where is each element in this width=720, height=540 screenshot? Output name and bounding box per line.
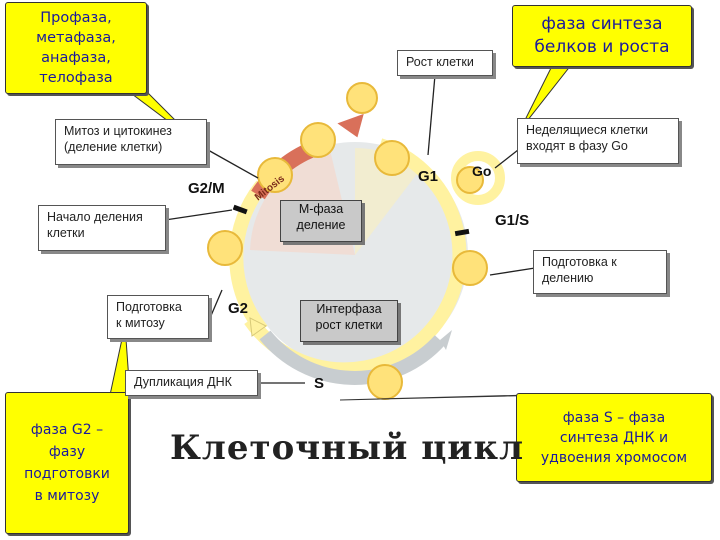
callout-g2-phase: фаза G2 – фазу подготовки в митозу (5, 392, 129, 534)
cell-icon (207, 230, 243, 266)
diagram-title: Клеточный цикл (170, 428, 525, 468)
label-text: к митозу (116, 316, 165, 330)
cell-icon (300, 122, 336, 158)
cell-icon (456, 166, 484, 194)
g2m-checkpoint-marker (232, 204, 248, 215)
label-division-prep: Подготовка к делению (533, 250, 667, 294)
interphase-box: Интерфаза рост клетки (300, 300, 398, 342)
cycle-ring-grey (259, 330, 446, 385)
center-text: деление (296, 218, 346, 232)
label-text: Дупликация ДНК (134, 375, 232, 389)
phase-g2: G2 (228, 300, 249, 317)
g1s-checkpoint-marker (454, 228, 470, 237)
callout-line: подготовки (24, 466, 110, 482)
leader-line (427, 74, 436, 156)
center-text: М-фаза (298, 202, 344, 216)
leader-line (207, 149, 259, 179)
label-mitosis-cytokinesis: Митоз и цитокинез (деление клетки) (55, 119, 207, 165)
callout-line: телофаза (39, 70, 113, 86)
arrowhead-top (337, 113, 364, 138)
label-text: Подготовка к (542, 255, 617, 269)
callout-line: метафаза, (36, 30, 116, 46)
callout-line: Профаза, (40, 10, 112, 26)
center-text: Интерфаза (316, 302, 382, 316)
callout-line: фаза синтеза (541, 14, 663, 34)
label-text: Начало деления (47, 210, 143, 224)
callout-s-phase: фаза S – фаза синтеза ДНК и удвоения хро… (516, 393, 712, 482)
cell-icon (367, 364, 403, 400)
label-division-start: Начало деления клетки (38, 205, 166, 251)
leader-line (164, 209, 233, 221)
cells-group (207, 82, 488, 400)
callout-line: в митозу (34, 488, 100, 504)
label-text: Митоз и цитокинез (64, 124, 172, 138)
label-text: клетки (47, 226, 85, 240)
arrowhead-left (249, 317, 267, 337)
leader-lines (164, 74, 536, 384)
phase-g1s: G1/S (495, 212, 530, 229)
cell-icon (346, 82, 378, 114)
phase-g1: G1 (418, 168, 439, 185)
callout-g1-phase: фаза синтеза белков и роста (512, 5, 692, 67)
label-g2-preparation: Подготовка к митозу (107, 295, 209, 339)
label-text: входят в фазу Go (526, 139, 628, 153)
callout-line: фазу (48, 444, 86, 460)
callout-line: синтеза ДНК и (559, 429, 669, 446)
label-nondividing: Неделящиеся клетки входят в фазу Go (517, 118, 679, 164)
callout-line: удвоения хромосом (540, 449, 688, 466)
center-text: рост клетки (315, 318, 383, 332)
callout-line: анафаза, (41, 50, 111, 66)
label-text: Подготовка (116, 300, 182, 314)
g1-wedge (355, 148, 420, 255)
phase-go: Go (472, 163, 492, 179)
cell-icon (374, 140, 410, 176)
label-text: (деление клетки) (64, 140, 163, 154)
callout-mitosis-phases: Профаза, метафаза, анафаза, телофаза (5, 2, 147, 94)
phase-s: S (314, 375, 325, 392)
callout-line: фаза S – фаза (562, 409, 666, 426)
go-loop (451, 151, 505, 205)
m-phase-box: М-фаза деление (280, 200, 362, 242)
cell-icon (257, 157, 293, 193)
label-growth: Рост клетки (397, 50, 493, 76)
label-text: делению (542, 271, 594, 285)
leader-line (209, 289, 223, 319)
label-text: Рост клетки (406, 55, 474, 69)
callout-line: белков и роста (534, 37, 670, 57)
leader-line (489, 267, 536, 276)
leader-line (494, 149, 519, 169)
phase-g2m: G2/M (188, 180, 225, 197)
callout-line: фаза G2 – (30, 422, 104, 438)
label-text: Неделящиеся клетки (526, 123, 648, 137)
arrowhead-bottom (440, 330, 452, 350)
label-dna-duplication: Дупликация ДНК (125, 370, 258, 396)
cell-icon (452, 250, 488, 286)
